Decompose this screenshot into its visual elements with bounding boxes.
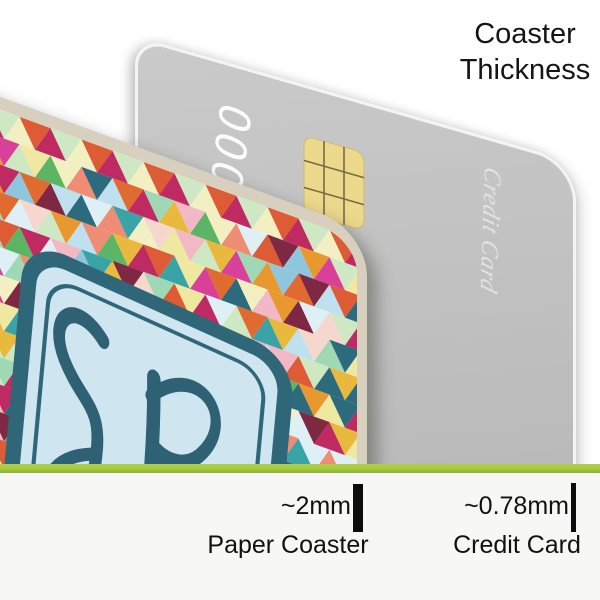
- caption-strip: [0, 473, 600, 600]
- card-brand-text: Credit Card: [474, 163, 505, 297]
- coaster-thickness-label: Paper Coaster: [207, 531, 369, 559]
- table-surface-line: [0, 464, 600, 473]
- coaster-thickness-value: ~2mm: [280, 492, 351, 520]
- monogram-frame: [0, 236, 296, 464]
- title-line-1: Coaster: [474, 18, 576, 50]
- paper-coaster: [0, 53, 367, 464]
- page-title: Coaster Thickness: [425, 16, 600, 88]
- emv-chip-icon: [303, 137, 365, 229]
- card-thickness-bar: [571, 483, 576, 532]
- credit-card: 000 Credit Card: [135, 36, 576, 464]
- card-thickness-label: Credit Card: [453, 531, 581, 559]
- monogram-icon: [38, 307, 221, 464]
- title-line-2: Thickness: [459, 54, 591, 86]
- coaster-thickness-bar: [353, 484, 363, 532]
- photo-scene: 000 Credit Card: [0, 36, 576, 464]
- card-thickness-value: ~0.78mm: [464, 492, 569, 520]
